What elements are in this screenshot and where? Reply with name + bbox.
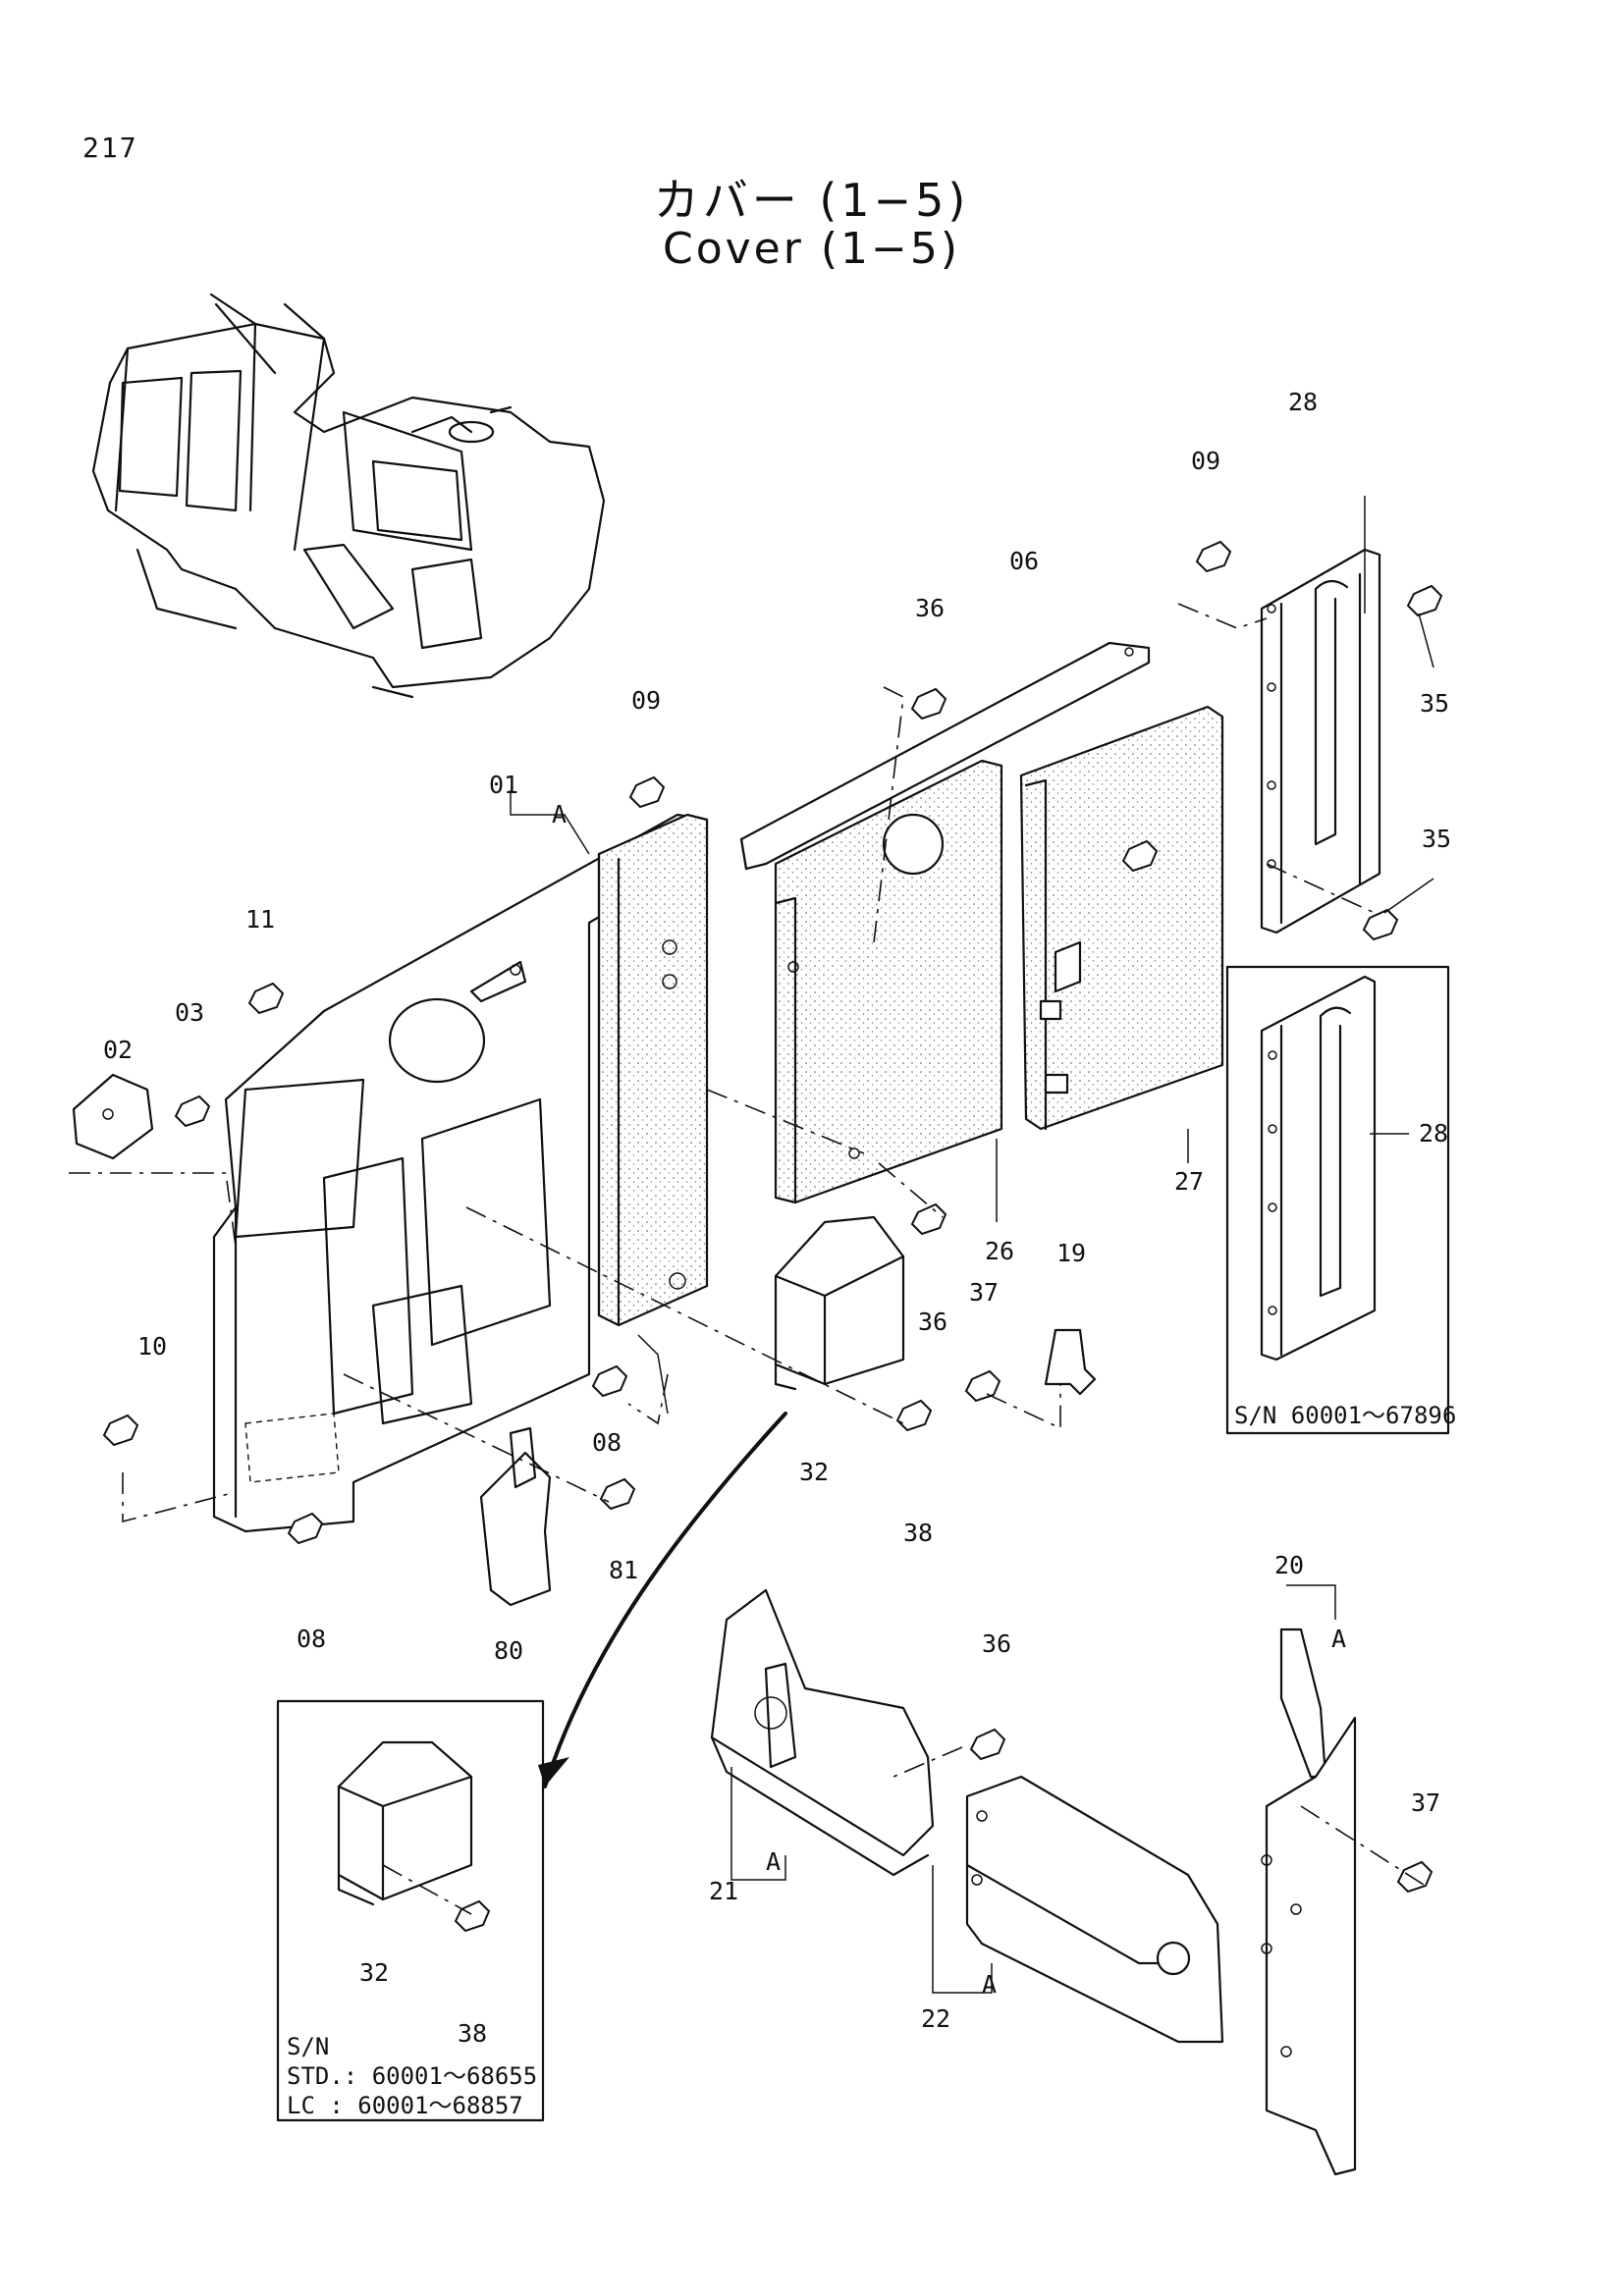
panel-22 bbox=[965, 1775, 1224, 2044]
callout-37a: 37 bbox=[969, 1278, 999, 1307]
callout-36b: 36 bbox=[918, 1308, 947, 1336]
callout-19: 19 bbox=[1056, 1239, 1086, 1267]
cover-32 bbox=[774, 1215, 905, 1391]
callout-32b: 32 bbox=[359, 1958, 389, 1987]
callout-32a: 32 bbox=[799, 1458, 829, 1486]
ref-a-1: A bbox=[552, 800, 567, 828]
callout-20: 20 bbox=[1274, 1551, 1304, 1579]
part-19 bbox=[1044, 1328, 1097, 1396]
callout-27: 27 bbox=[1174, 1167, 1204, 1196]
callout-38a: 38 bbox=[903, 1519, 933, 1547]
serial-note-32-std: STD.: 60001～68655 bbox=[287, 2062, 537, 2090]
serial-notes: S/N 60001～67896 S/N STD.: 60001～68655 LC… bbox=[287, 1402, 1456, 2119]
serial-note-32-head: S/N bbox=[287, 2033, 329, 2060]
panel-a bbox=[597, 813, 709, 1327]
callout-28b: 28 bbox=[1419, 1119, 1448, 1148]
bracket-02 bbox=[72, 1073, 154, 1160]
serial-note-32-lc: LC : 60001～68857 bbox=[287, 2092, 523, 2119]
callout-08a: 08 bbox=[592, 1428, 622, 1457]
ref-a-2: A bbox=[1331, 1625, 1346, 1653]
callout-08b: 08 bbox=[297, 1625, 326, 1653]
serial-note-28: S/N 60001～67896 bbox=[1234, 1402, 1456, 1429]
callout-36a: 36 bbox=[915, 594, 945, 622]
title-english: Cover (1−5) bbox=[662, 224, 960, 274]
callout-28a: 28 bbox=[1288, 388, 1318, 416]
excavator-overview bbox=[91, 293, 606, 699]
title-japanese: カバー (1−5) bbox=[653, 174, 970, 227]
bolts bbox=[102, 540, 1443, 1933]
detail-32-box bbox=[276, 1699, 545, 2122]
detail-arrow bbox=[538, 1757, 569, 1787]
callout-22: 22 bbox=[921, 2004, 950, 2033]
callout-36c: 36 bbox=[982, 1629, 1011, 1658]
leader-lines bbox=[69, 496, 1434, 1994]
variant-28-box bbox=[1225, 965, 1450, 1435]
detail-leader bbox=[543, 1412, 787, 1789]
cover-panel-01 bbox=[212, 813, 709, 1533]
stay-06 bbox=[739, 641, 1151, 871]
ref-a-3: A bbox=[766, 1847, 781, 1876]
callout-02: 02 bbox=[103, 1036, 133, 1064]
callout-01: 01 bbox=[489, 771, 518, 799]
callout-09b: 09 bbox=[631, 686, 661, 715]
callout-09a: 09 bbox=[1191, 447, 1220, 475]
panel-20 bbox=[1261, 1628, 1357, 2176]
callout-37b: 37 bbox=[1411, 1789, 1440, 1817]
callout-11: 11 bbox=[245, 905, 275, 934]
callout-80: 80 bbox=[494, 1636, 523, 1665]
part-80 bbox=[479, 1426, 552, 1607]
callout-81: 81 bbox=[609, 1556, 638, 1584]
callout-35a: 35 bbox=[1420, 689, 1449, 718]
callout-03: 03 bbox=[175, 998, 204, 1027]
plate-28 bbox=[1260, 548, 1381, 934]
callout-21: 21 bbox=[709, 1877, 738, 1905]
callouts: 01 02 03 06 08 08 09 09 10 11 19 20 21 2… bbox=[103, 388, 1451, 2048]
callout-38b: 38 bbox=[458, 2019, 487, 2048]
callout-35b: 35 bbox=[1422, 825, 1451, 853]
ref-a-4: A bbox=[982, 1970, 997, 1999]
panel-26 bbox=[774, 759, 1003, 1204]
panel-21 bbox=[710, 1588, 935, 1877]
callout-26: 26 bbox=[985, 1237, 1014, 1265]
panel-27 bbox=[1019, 705, 1224, 1131]
callout-10: 10 bbox=[137, 1332, 167, 1361]
page-number: 217 bbox=[82, 132, 138, 164]
callout-06: 06 bbox=[1009, 547, 1039, 575]
